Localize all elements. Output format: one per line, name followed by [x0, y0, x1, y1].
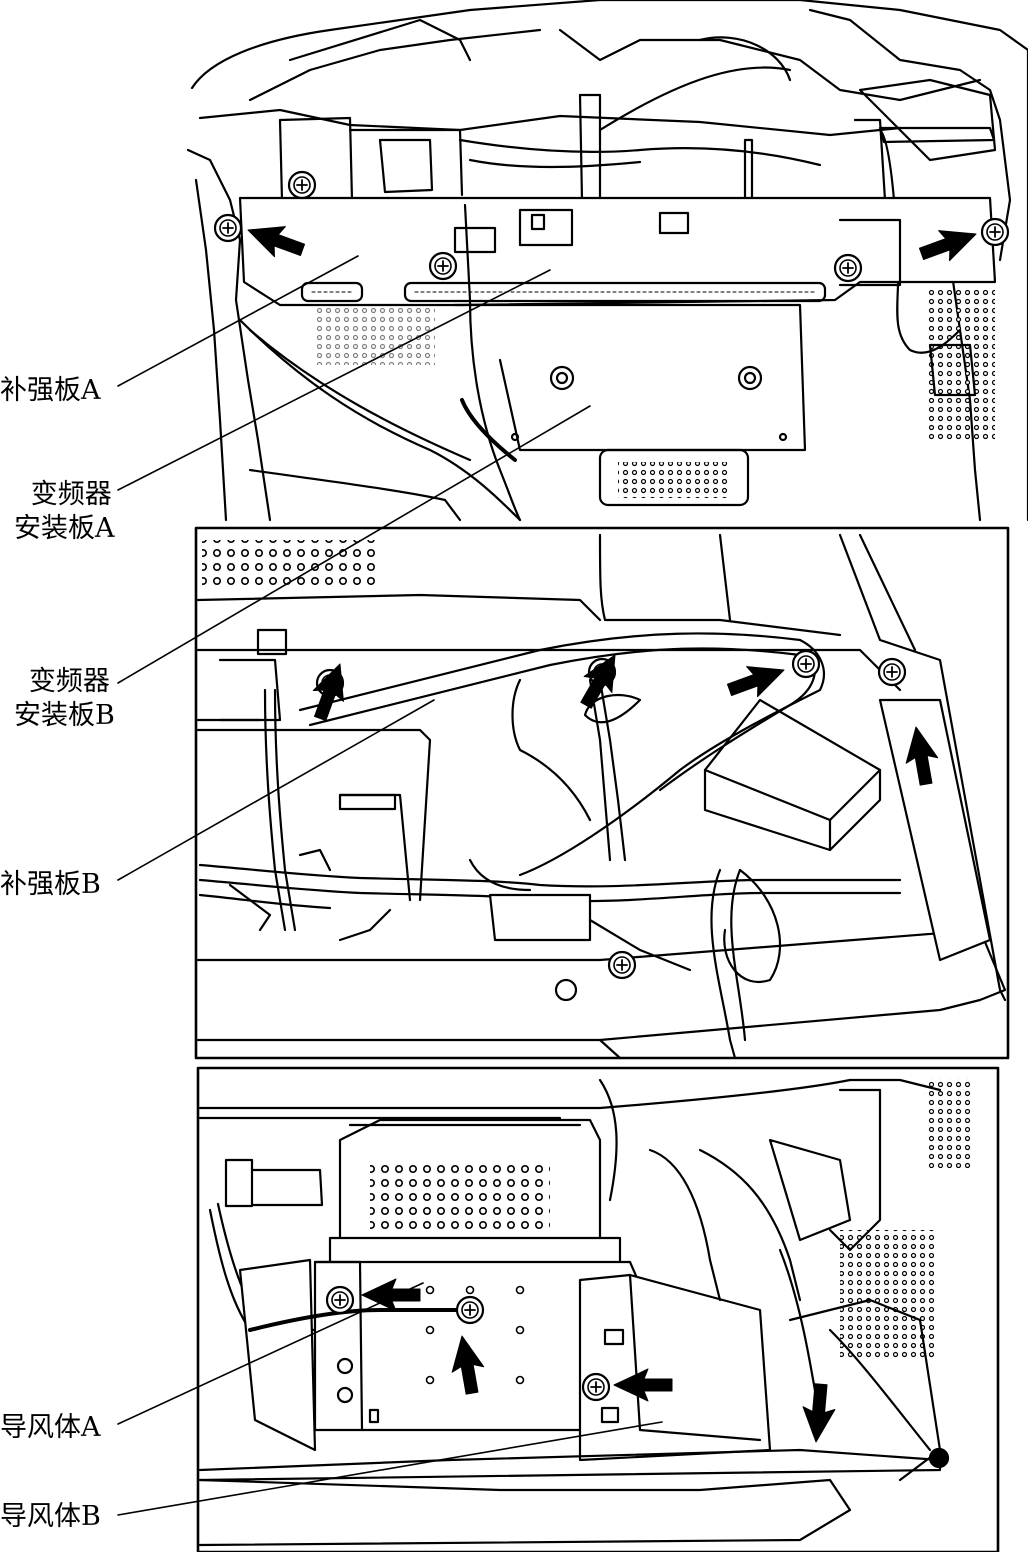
leader-inverter-mount-a — [117, 269, 551, 491]
leader-lines — [117, 255, 663, 1516]
label-reinforce-plate-b: 补强板B — [0, 869, 101, 900]
leader-reinforce-b — [117, 699, 435, 881]
bottom-panel — [196, 1066, 1000, 1552]
label-reinforce-plate-a: 补强板A — [0, 375, 101, 406]
label-inverter-mount-plate-b: 变频器 安装板B — [14, 665, 115, 733]
label-inverter-mount-plate-a: 变频器 安装板A — [14, 478, 115, 546]
label-inverter-mount-a-line1: 变频器 — [30, 479, 112, 510]
label-inverter-mount-b-line1: 变频器 — [28, 666, 110, 697]
label-air-guide-a: 导风体A — [0, 1412, 101, 1443]
leader-air-guide-a — [117, 1282, 424, 1425]
leader-reinforce-a — [117, 255, 359, 387]
label-inverter-mount-b-line2: 安装板B — [14, 700, 115, 731]
label-air-guide-b: 导风体B — [0, 1501, 101, 1532]
leader-air-guide-b — [117, 1421, 663, 1516]
leader-inverter-mount-b — [117, 405, 591, 684]
top-panel — [186, 0, 1028, 522]
label-inverter-mount-a-line2: 安装板A — [14, 513, 115, 544]
middle-panel — [194, 526, 1010, 1060]
